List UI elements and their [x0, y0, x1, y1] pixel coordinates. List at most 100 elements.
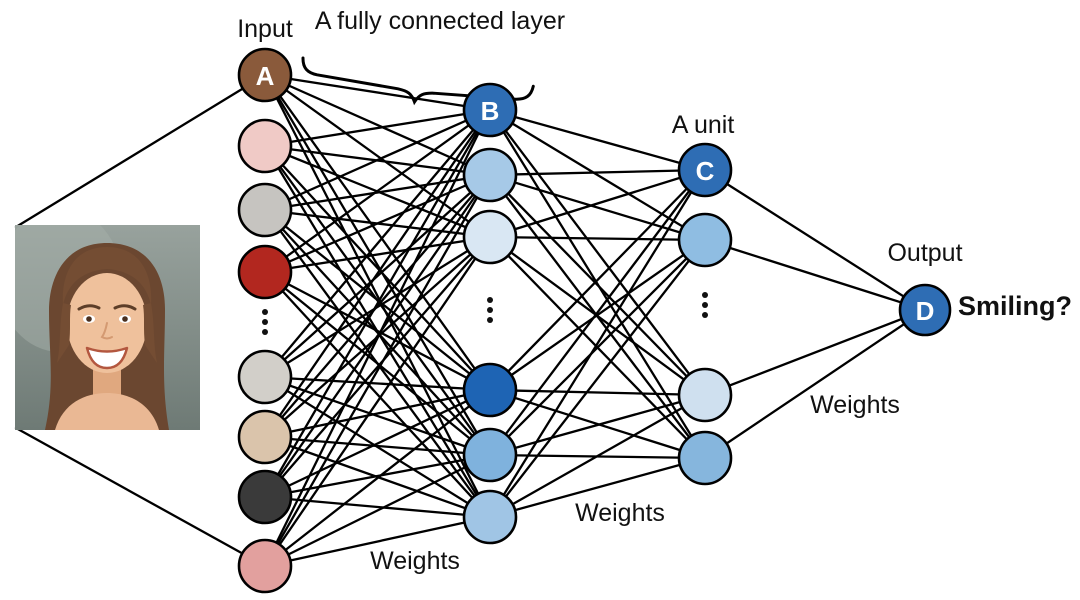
- input-label: Input: [237, 15, 293, 43]
- weight-edge: [263, 270, 492, 392]
- smiling-question-label: Smiling?: [958, 291, 1072, 321]
- ellipsis-dot: [702, 312, 708, 318]
- weight-edge: [488, 388, 707, 397]
- input-layer-node: [237, 47, 293, 103]
- hidden-layer-1-node: [462, 82, 518, 138]
- weight-edge: [263, 108, 492, 379]
- weight-edge: [263, 108, 492, 499]
- weight-edge: [488, 173, 707, 397]
- weight-edge: [488, 456, 707, 519]
- weight-edge: [263, 235, 492, 274]
- hidden-layer-2-node: [677, 367, 733, 423]
- weight-edge: [263, 108, 492, 568]
- weight-edge: [263, 435, 492, 457]
- curly-brace: [301, 56, 535, 106]
- weight-edge: [263, 73, 492, 177]
- weight-edge: [488, 108, 707, 172]
- input-layer-node: [237, 538, 293, 594]
- face-photo: [15, 225, 200, 430]
- weight-edge: [703, 308, 927, 460]
- weight-edge: [263, 73, 492, 112]
- weight-edge: [488, 168, 707, 457]
- weight-edge: [263, 173, 492, 379]
- hidden-layer-1-node: [462, 209, 518, 265]
- node-letter-label: A: [256, 61, 275, 91]
- hidden-layer-1-node: [462, 362, 518, 418]
- weight-edge: [488, 168, 707, 392]
- ellipsis-dot: [262, 319, 268, 325]
- weight-edge: [488, 108, 707, 397]
- weight-edge: [263, 270, 492, 457]
- weight-edge: [263, 173, 492, 212]
- weight-edge: [263, 173, 492, 274]
- weight-edge: [263, 388, 492, 499]
- weights-label-input-hidden: Weights: [370, 547, 460, 575]
- weight-edge: [488, 168, 707, 519]
- weight-edge: [263, 108, 492, 148]
- hidden-layer-2-node: [677, 430, 733, 486]
- weights-label-hidden-hidden: Weights: [575, 499, 665, 527]
- weight-edge: [263, 73, 492, 457]
- ellipsis-dot: [487, 307, 493, 313]
- weight-edge: [263, 73, 492, 392]
- connection-edges: [14, 73, 927, 568]
- node-letter-label: D: [916, 296, 935, 326]
- weights-label-hidden-output: Weights: [810, 391, 900, 419]
- weight-edge: [263, 515, 492, 568]
- weight-edge: [263, 173, 492, 439]
- ellipsis-dot: [487, 297, 493, 303]
- weight-edge: [263, 208, 492, 392]
- ellipsis-dot: [702, 302, 708, 308]
- ellipsis-dot: [487, 317, 493, 323]
- weight-edge: [263, 108, 492, 439]
- hidden-layer-1-node: [462, 427, 518, 483]
- weight-edge: [263, 108, 492, 212]
- weight-edge: [263, 73, 492, 519]
- input-layer-node: [237, 182, 293, 238]
- input-layer-node: [237, 118, 293, 174]
- weight-edge: [703, 238, 927, 312]
- weight-edge: [488, 238, 707, 392]
- weight-edge: [488, 238, 707, 457]
- hidden-layer-2-node: [677, 142, 733, 198]
- ellipsis-dot: [702, 292, 708, 298]
- weight-edge: [263, 388, 492, 439]
- weight-edge: [263, 375, 492, 457]
- weight-edge: [263, 208, 492, 457]
- hidden-layer-2-node: [677, 212, 733, 268]
- image-fan-line: [14, 73, 267, 229]
- weight-edge: [703, 308, 927, 397]
- image-fan-line: [14, 426, 267, 568]
- weight-edge: [488, 393, 707, 519]
- output-label: Output: [887, 239, 963, 267]
- node-letter-label: C: [696, 156, 715, 186]
- weight-edge: [263, 270, 492, 519]
- ellipsis-dot: [262, 309, 268, 315]
- node-letter-label: B: [481, 96, 500, 126]
- weight-edge: [488, 168, 707, 177]
- weight-edge: [488, 238, 707, 519]
- output-layer-node: [898, 283, 952, 337]
- weight-edge: [263, 235, 492, 499]
- ellipsis-dot: [262, 329, 268, 335]
- weight-edge: [263, 173, 492, 568]
- weight-edge: [703, 168, 927, 312]
- nodes: A B C D: [237, 47, 952, 594]
- fully-connected-layer-label: A fully connected layer: [314, 7, 566, 35]
- weight-edge: [488, 235, 707, 242]
- weight-edge: [263, 375, 492, 392]
- hidden-layer-1-node: [462, 489, 518, 545]
- weight-edge: [263, 144, 492, 392]
- weight-edge: [488, 393, 707, 457]
- weight-edge: [263, 388, 492, 568]
- weight-edge: [263, 108, 492, 274]
- input-layer-node: [237, 469, 293, 525]
- input-layer-node: [237, 349, 293, 405]
- weight-edge: [488, 168, 707, 239]
- weight-edge: [263, 453, 492, 499]
- hidden-layer-1-node: [462, 147, 518, 203]
- weight-edge: [263, 235, 492, 568]
- input-layer-node: [237, 409, 293, 465]
